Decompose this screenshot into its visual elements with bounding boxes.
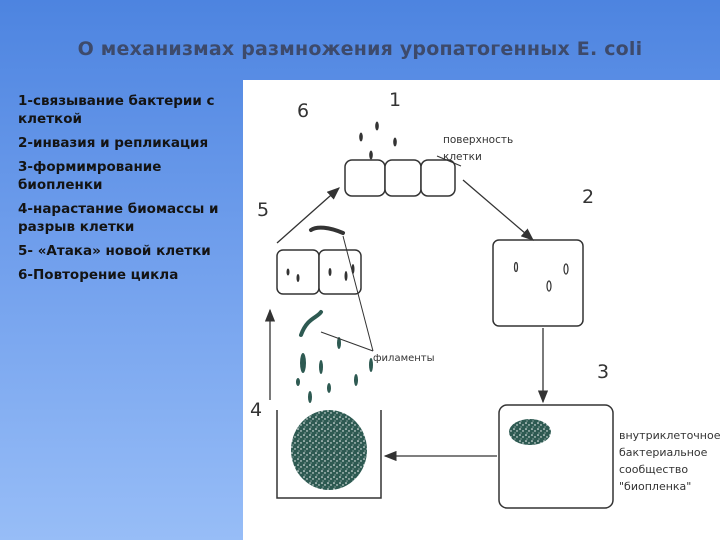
stage-number-2: 2 [582, 186, 594, 208]
steps-list: 1-связывание бактерии с клеткой 2-инвази… [18, 92, 243, 290]
stage-3-cell [498, 404, 614, 509]
stage-number-1: 1 [389, 89, 401, 111]
biomass-cluster [291, 410, 367, 490]
stage-2-cell [492, 239, 584, 327]
slide-title: О механизмах размножения уропатогенных E… [77, 38, 643, 60]
step-1: 1-связывание бактерии с клеткой [18, 93, 215, 127]
stage-1-cells [344, 121, 456, 197]
stage-number-4: 4 [250, 399, 262, 421]
step-4: 4-нарастание биомассы и разрыв клетки [18, 201, 219, 235]
step-3: 3-формимрование биопленки [18, 159, 162, 193]
step-2: 2-инвазия и репликация [18, 135, 209, 151]
diagram-panel: 1 6 2 5 3 4 поверхность клетки внут [243, 80, 720, 540]
label-community: внутриклеточное бактериальное сообщество… [619, 429, 720, 493]
step-6: 6-Повторение цикла [18, 267, 179, 283]
arrow-1-to-2 [462, 179, 534, 241]
step-5: 5- «Атака» новой клетки [18, 243, 211, 259]
stage-number-5: 5 [257, 199, 269, 221]
stage-5-cells [276, 225, 362, 295]
cycle-diagram: 1 6 2 5 3 4 поверхность клетки внут [250, 89, 720, 509]
stage-number-6: 6 [297, 100, 309, 122]
label-cell-surface: поверхность клетки [443, 134, 517, 163]
released-filaments [296, 310, 373, 403]
stage-number-3: 3 [597, 361, 609, 383]
arrow-5-to-1 [276, 187, 340, 244]
label-filaments: филаменты [373, 353, 435, 364]
biofilm-cluster [509, 419, 551, 445]
